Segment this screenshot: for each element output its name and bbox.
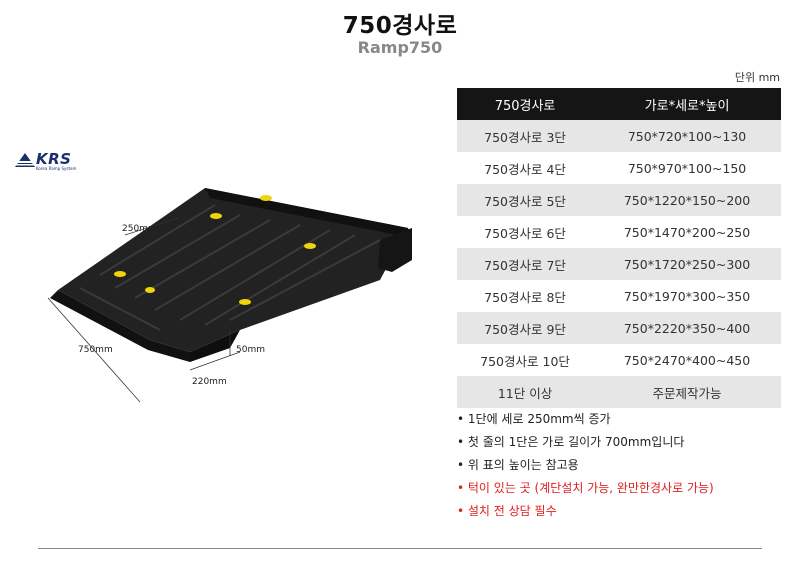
note-item-warning: • 턱이 있는 곳 (계단설치 가능, 완만한경사로 가능) [457, 481, 714, 495]
ramp-illustration [47, 188, 412, 403]
krs-logo-icon [15, 153, 35, 167]
bottom-divider [38, 548, 762, 549]
table-cell-model: 750경사로 9단 [457, 312, 594, 344]
note-item: • 1단에 세로 250mm씩 증가 [457, 412, 611, 426]
table-row: 750경사로 5단 750*1220*150~200 [457, 184, 781, 216]
table-cell-size: 750*2470*400~450 [623, 352, 751, 368]
table-header-row: 750경사로 가로*세로*높이 [457, 88, 781, 120]
ramp-back-edge [205, 188, 412, 238]
table-row: 750경사로 3단 750*720*100~130 [457, 120, 781, 152]
table-cell-model: 11단 이상 [457, 376, 594, 408]
dim-bottom-width: 220mm [192, 377, 227, 387]
notes-list: • 1단에 세로 250mm씩 증가 • 첫 줄의 1단은 가로 길이가 700… [457, 408, 714, 523]
table-cell-model: 750경사로 8단 [484, 289, 566, 305]
page-subtitle: Ramp750 [357, 38, 443, 57]
table-cell-size: 750*1970*300~350 [623, 288, 751, 304]
table-cell-model: 750경사로 5단 [457, 184, 594, 216]
table-cell-model: 750경사로 4단 [484, 161, 566, 177]
dim-top-width: 250mm [122, 224, 157, 234]
note-item: • 첫 줄의 1단은 가로 길이가 700mm입니다 [457, 435, 685, 449]
table-cell-size: 750*970*100~150 [627, 160, 747, 176]
note-item-warning: • 설치 전 상담 필수 [457, 504, 557, 518]
table-cell-model: 750경사로 7단 [457, 248, 594, 280]
page-title: 750경사로 [342, 13, 458, 39]
table-cell-model: 750경사로 10단 [480, 353, 570, 369]
table-cell-model: 750경사로 6단 [484, 225, 566, 241]
unit-label: 단위 mm [734, 71, 780, 84]
spec-table: 750경사로 가로*세로*높이 750경사로 3단 750*720*100~13… [457, 88, 781, 408]
table-cell-size: 750*1220*150~200 [593, 184, 781, 216]
ramp-front-lip [50, 290, 190, 362]
table-cell-size: 주문제작가능 [593, 376, 781, 408]
ramp-top-surface [58, 188, 408, 352]
dim-height: 50mm [236, 345, 265, 355]
table-row: 750경사로 7단 750*1720*250~300 [457, 248, 781, 280]
ramp-support-block [378, 228, 412, 272]
table-row: 750경사로 10단 750*2470*400~450 [457, 344, 781, 376]
table-row: 750경사로 4단 750*970*100~150 [457, 152, 781, 184]
dimension-lines [47, 217, 241, 403]
table-cell-size: 750*2220*350~400 [593, 312, 781, 344]
table-cell-model: 750경사로 3단 [457, 120, 594, 152]
dim-length: 750mm [78, 345, 113, 355]
ramp-markers [114, 195, 316, 305]
table-header-model: 750경사로 [457, 88, 594, 120]
table-row: 750경사로 6단 750*1470*200~250 [457, 216, 781, 248]
note-item: • 위 표의 높이는 참고용 [457, 458, 579, 472]
table-row: 11단 이상 주문제작가능 [457, 376, 781, 408]
table-cell-size: 750*720*100~130 [593, 120, 781, 152]
table-row: 750경사로 9단 750*2220*350~400 [457, 312, 781, 344]
table-header-size: 가로*세로*높이 [593, 88, 781, 120]
krs-logo-text: KRS [36, 150, 72, 168]
krs-logo-subtext: Korea Ramp System [36, 166, 77, 171]
table-cell-size: 750*1720*250~300 [593, 248, 781, 280]
ramp-grooves [79, 204, 381, 331]
krs-logo: KRS Korea Ramp System [14, 150, 84, 174]
table-cell-size: 750*1470*200~250 [623, 224, 751, 240]
ramp-front-section [190, 330, 240, 362]
table-row: 750경사로 8단 750*1970*300~350 [457, 280, 781, 312]
dimension-labels: 250mm 750mm 220mm 50mm [78, 224, 265, 387]
